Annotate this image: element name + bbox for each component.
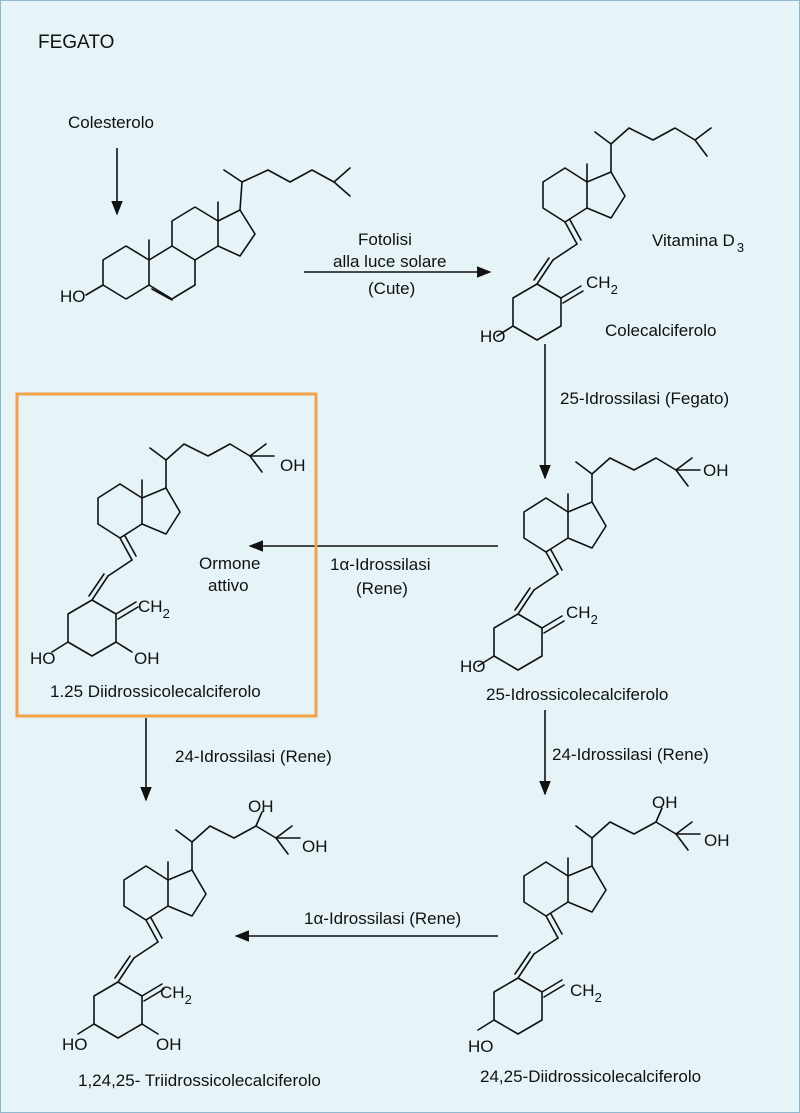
hydroxylase-24-left-label: 24-Idrossilasi (Rene) [175, 747, 332, 766]
triol-oh-24: OH [248, 797, 274, 816]
alpha1-label: 1α-Idrossilasi [330, 555, 431, 574]
attivo-label: attivo [208, 576, 249, 595]
photolysis-label: Fotolisi [358, 230, 412, 249]
cholesterol-structure: HO [60, 167, 351, 306]
calcitriol-structure [51, 443, 275, 657]
calcidiol-ho: HO [460, 657, 486, 676]
secalciferol-label: 24,25-Diidrossicolecalciferolo [480, 1067, 701, 1086]
secalciferol-oh-24: OH [652, 793, 678, 812]
skin-label: (Cute) [368, 279, 415, 298]
triol-structure [77, 811, 301, 1039]
calcitriol-ch2: CH2 [138, 597, 170, 621]
secalciferol-ho: HO [468, 1037, 494, 1056]
ormone-label: Ormone [199, 554, 260, 573]
triol-ch2: CH2 [160, 983, 192, 1007]
calcidiol-label: 25-Idrossicolecalciferolo [486, 685, 668, 704]
secalciferol-structure [477, 807, 701, 1035]
calcitriol-ho: HO [30, 649, 56, 668]
active-hormone-box [15, 392, 318, 718]
secalciferol-oh-25: OH [704, 831, 730, 850]
triol-oh-1: OH [156, 1035, 182, 1054]
triol-ho: HO [62, 1035, 88, 1054]
hydroxylase-24-right-label: 24-Idrossilasi (Rene) [552, 745, 709, 764]
sunlight-label: alla luce solare [333, 252, 446, 271]
vitd3-ho: HO [480, 327, 506, 346]
vitd3-ch2: CH2 [586, 273, 618, 297]
colecalciferolo-label: Colecalciferolo [605, 321, 717, 340]
figure-title: FEGATO [38, 32, 114, 53]
hydroxylase-25-label: 25-Idrossilasi (Fegato) [560, 389, 729, 408]
secalciferol-ch2: CH2 [570, 981, 602, 1005]
calcidiol-ch2: CH2 [566, 603, 598, 627]
calcitriol-oh: OH [134, 649, 160, 668]
vitamin-d3-structure [496, 127, 712, 341]
triol-label: 1,24,25- Triidrossicolecalciferolo [78, 1071, 321, 1090]
cholesterol-label: Colesterolo [68, 113, 154, 132]
calcitriol-label: 1.25 Diidrossicolecalciferolo [50, 682, 261, 701]
alpha1-bottom-label: 1α-Idrossilasi (Rene) [304, 909, 461, 928]
calcidiol-oh: OH [703, 461, 729, 480]
triol-oh-25: OH [302, 837, 328, 856]
cholesterol-ho: HO [60, 287, 86, 306]
calcidiol-structure [477, 457, 701, 671]
calcitriol-oh-side: OH [280, 456, 306, 475]
alpha1-rene-label: (Rene) [356, 579, 408, 598]
